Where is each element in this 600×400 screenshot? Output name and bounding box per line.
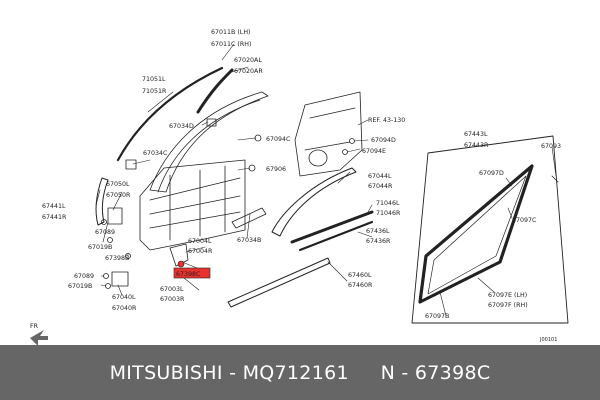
label-67019ba: 67019B <box>88 244 112 251</box>
trim-67034b <box>231 207 267 229</box>
caption-gap <box>349 362 381 384</box>
label-67094d: 67094D <box>371 137 396 144</box>
door-belt-molding-71051 <box>116 66 224 162</box>
highlighted-part-67398c-shape <box>177 260 185 268</box>
label-67034b: 67034B <box>237 237 261 244</box>
front-weatherstrip-67441 <box>95 177 109 226</box>
door-outer-skin-detail <box>304 107 356 151</box>
brand-name: MITSUBISHI <box>109 361 223 384</box>
label-67019bb: 67019B <box>68 283 92 290</box>
clip-67034d <box>206 118 217 127</box>
label-67906: 67906 <box>266 166 286 173</box>
label-67034d: 67034D <box>169 123 194 130</box>
lower-molding-67460 <box>227 257 331 308</box>
part-number-banner: MITSUBISHI - MQ712161 N - 67398C <box>0 345 600 400</box>
door-inner-ribs <box>149 165 241 241</box>
hinge-67050 <box>107 207 123 225</box>
label-67097c: 67097C <box>512 217 537 224</box>
bolt-67019b-upper <box>107 237 113 243</box>
bolt-67089-upper <box>101 219 107 225</box>
window-frame-outline <box>149 91 269 193</box>
weatherstrip-67044 <box>271 167 357 237</box>
label-fr: FR <box>30 323 39 330</box>
label-67093: 67093 <box>541 143 561 150</box>
clip-67398b <box>125 253 131 259</box>
label-67094e: 67094E <box>362 148 386 155</box>
part-number-caption: MITSUBISHI - MQ712161 N - 67398C <box>110 362 491 384</box>
hinge-67040 <box>111 271 129 287</box>
clip-67034c <box>125 159 137 170</box>
label-67011: 67011B (LH)67011C (RH) <box>211 29 251 48</box>
reference-number: N - 67398C <box>380 361 491 384</box>
belt-molding-67436 <box>298 220 374 252</box>
caption-separator: - <box>222 361 243 384</box>
door-weatherstrip-inner <box>427 175 527 295</box>
inset-frame <box>411 135 569 324</box>
checker-67004 <box>169 243 189 267</box>
door-weatherstrip-67443 <box>418 164 534 304</box>
belt-molding-71046 <box>290 210 374 244</box>
label-67097e: 67097E (LH)67097F (RH) <box>488 292 528 309</box>
fr-arrow <box>30 330 48 345</box>
window-frame-inner <box>157 99 261 193</box>
label-67097d: 67097D <box>479 170 504 177</box>
door-inner-panel <box>139 159 246 251</box>
label-67094c: 67094C <box>266 136 291 143</box>
label-67034c: 67034C <box>143 150 168 157</box>
label-67097b: 67097B <box>425 313 449 320</box>
speaker-hole <box>308 149 328 167</box>
highlighted-part-67398c-box <box>173 267 211 279</box>
door-outer-skin <box>294 91 363 177</box>
glass-run-67020a <box>196 68 234 114</box>
label-67089a: 67089 <box>95 229 115 236</box>
label-ref: REF. 43-130 <box>368 117 405 124</box>
label-diagram-code: J00101 <box>539 337 557 343</box>
screw-67093 <box>551 175 559 183</box>
label-67398b: 67398B <box>105 255 129 262</box>
label-67398c: 67398C <box>176 271 201 278</box>
part-number: MQ712161 <box>242 361 349 384</box>
leader-lines <box>95 43 557 317</box>
label-67089b: 67089 <box>74 273 94 280</box>
